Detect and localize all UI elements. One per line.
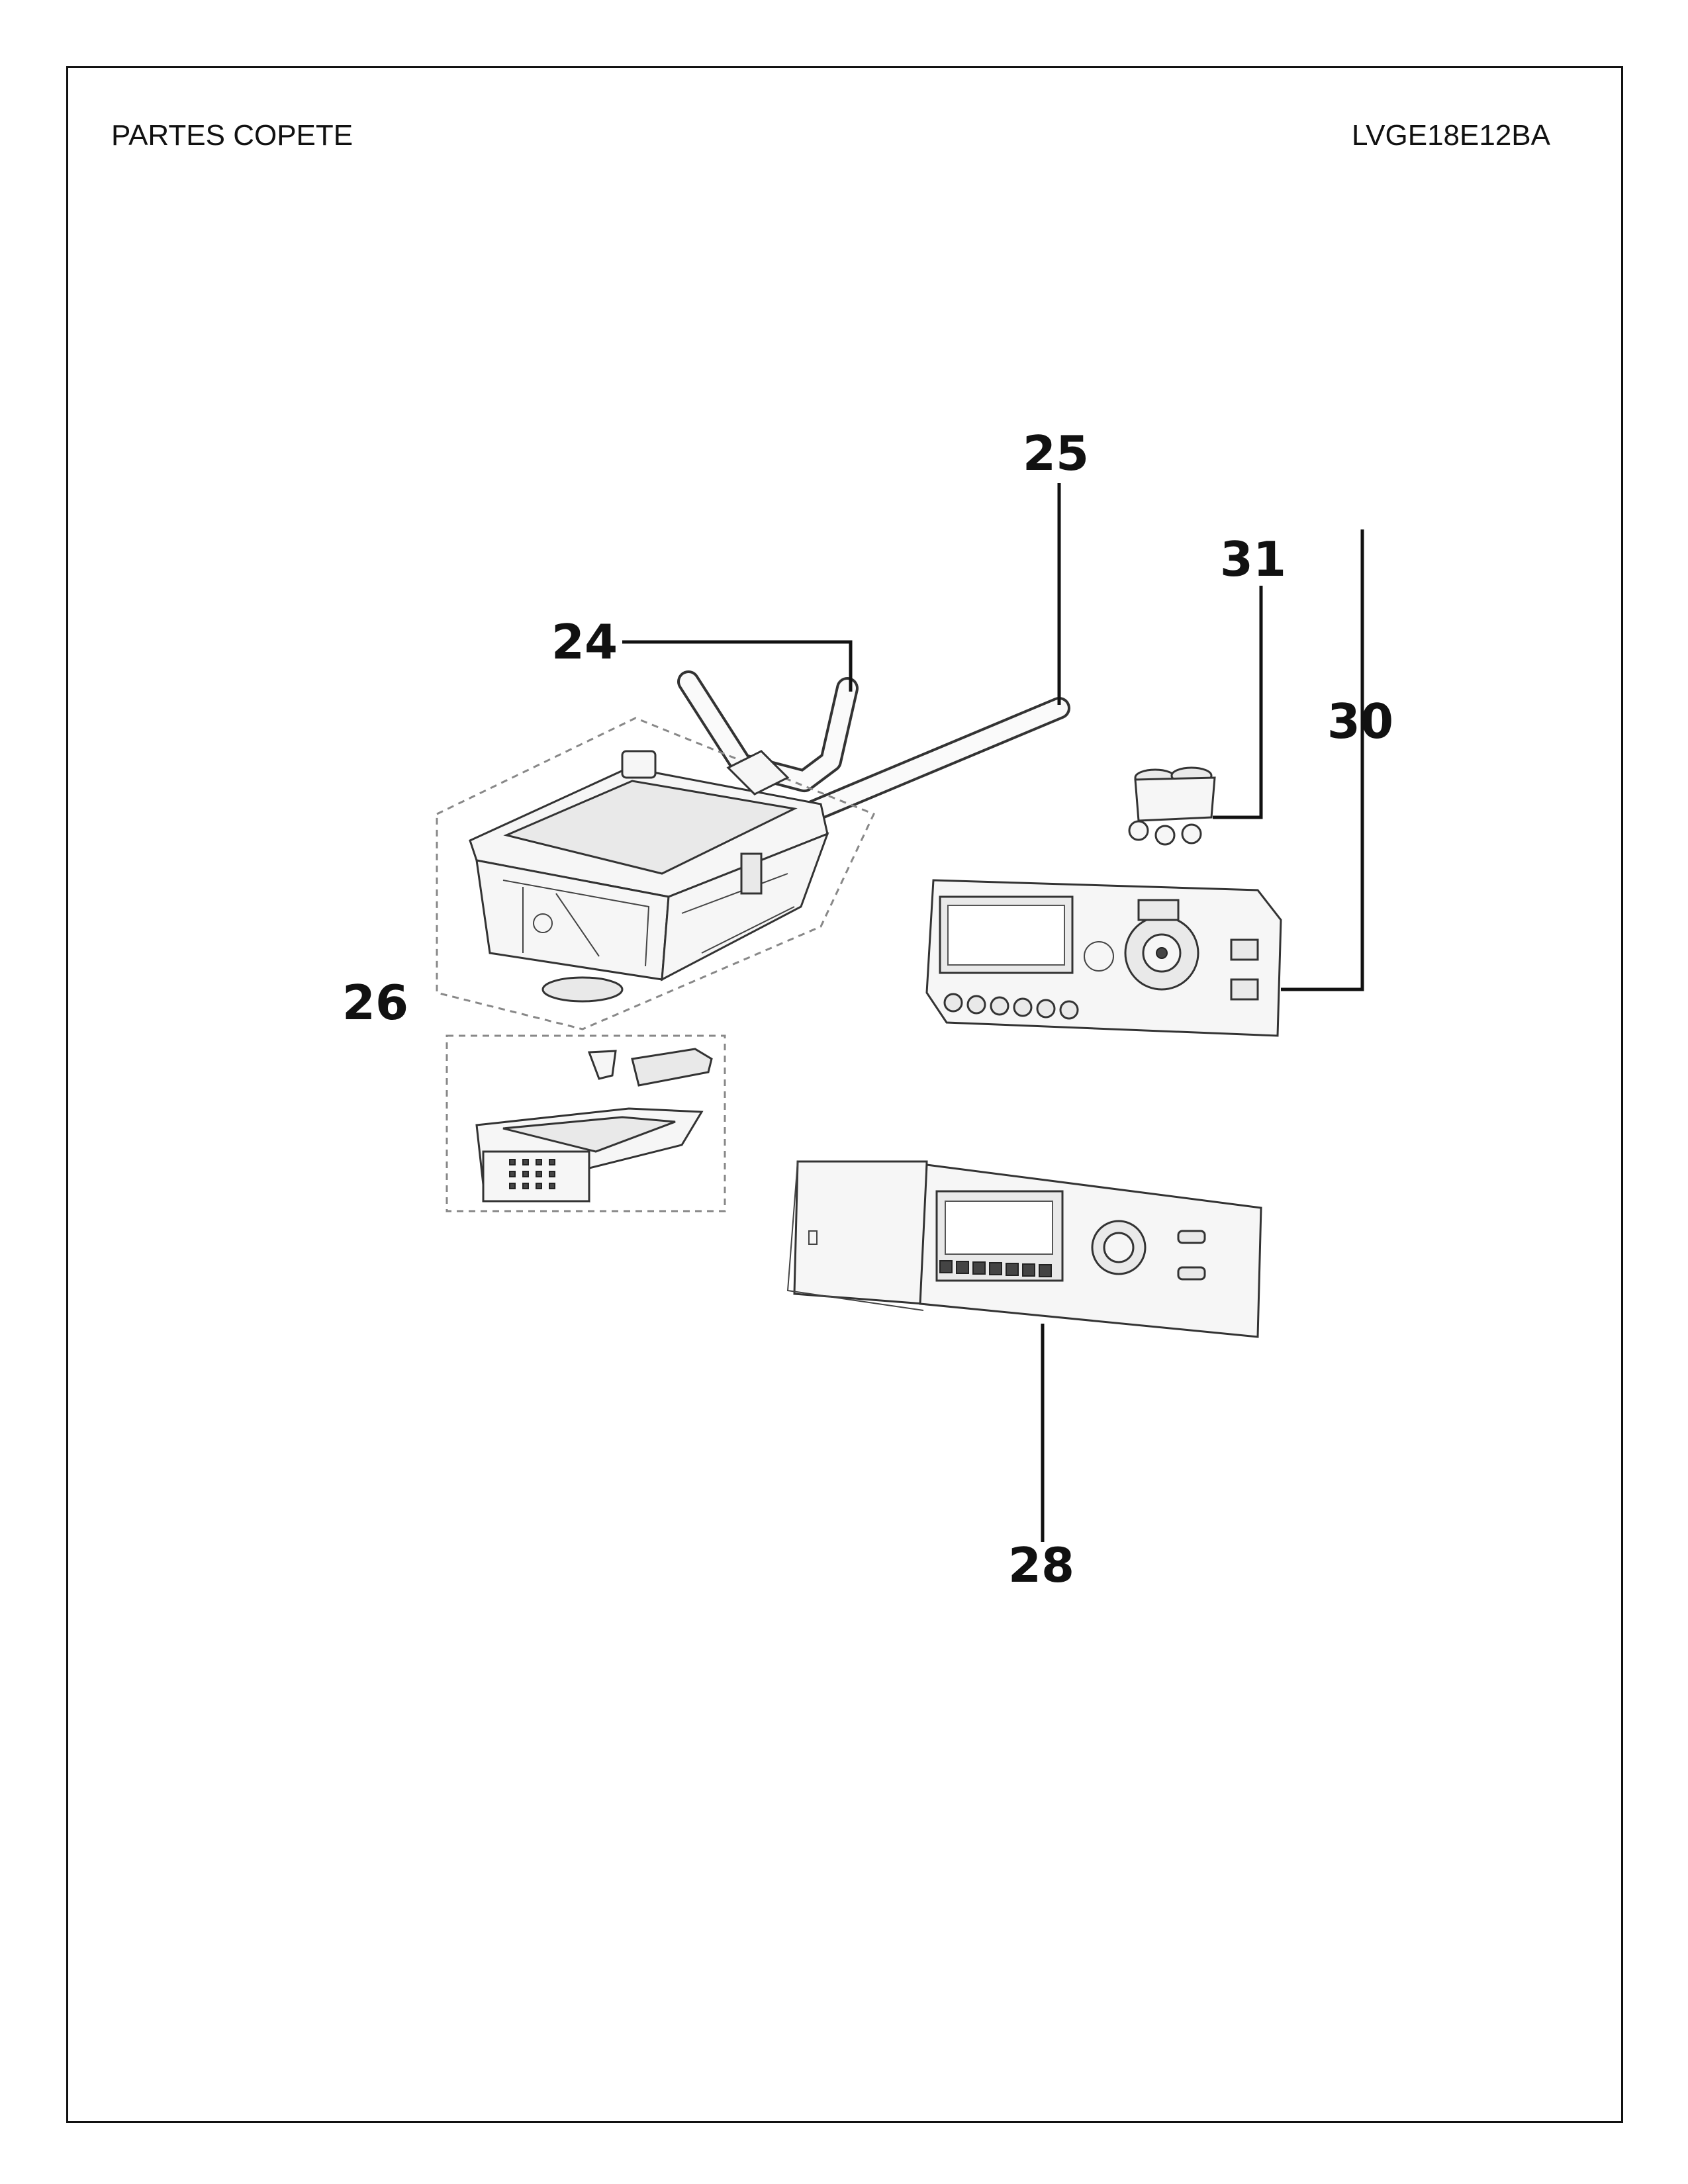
leader-31 (1213, 586, 1263, 819)
page-border (66, 66, 1623, 2123)
callout-31: 31 (1220, 531, 1286, 587)
leader-lines (622, 483, 1364, 1542)
valve-part-31 (1128, 766, 1216, 846)
dispenser-housing-part-26 (436, 717, 876, 1030)
hose-part-25 (803, 697, 1070, 822)
callout-28: 28 (1008, 1537, 1074, 1593)
section-title: PARTES COPETE (111, 119, 353, 152)
callout-25: 25 (1023, 426, 1089, 481)
callout-24: 24 (551, 614, 618, 670)
control-board-part-30 (925, 879, 1282, 1037)
control-panel-part-28 (786, 1160, 1262, 1338)
dispenser-drawer-part-26 (445, 1034, 726, 1212)
leader-24 (622, 640, 853, 692)
model-number: LVGE18E12BA (1351, 119, 1550, 152)
callout-30: 30 (1327, 694, 1393, 749)
leader-30 (1281, 529, 1364, 991)
hose-part-24 (677, 670, 859, 792)
callout-26: 26 (342, 975, 408, 1030)
